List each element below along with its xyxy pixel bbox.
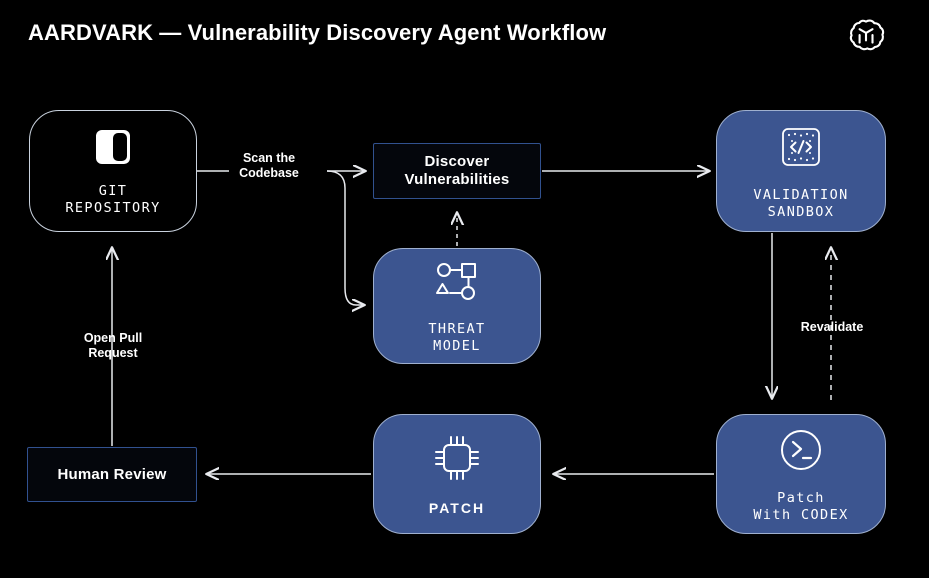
node-label-line2: REPOSITORY <box>65 199 161 216</box>
node-label-line1: Discover <box>424 153 490 170</box>
node-patch-with-codex[interactable]: Patch With CODEX <box>716 414 886 534</box>
node-label-patch: PATCH <box>429 499 485 517</box>
node-label-git-repository: GIT REPOSITORY <box>65 183 160 217</box>
node-patch[interactable]: PATCH <box>373 414 541 534</box>
node-label-line2: SANDBOX <box>767 203 835 220</box>
page-title: AARDVARK — Vulnerability Discovery Agent… <box>28 20 607 45</box>
node-label-patch-with-codex: Patch With CODEX <box>753 490 848 524</box>
node-label-line2: With CODEX <box>753 506 849 523</box>
node-label-discover-vulnerabilities: Discover Vulnerabilities <box>405 153 510 189</box>
node-human-review[interactable]: Human Review <box>27 447 197 502</box>
openai-logo <box>845 15 887 57</box>
edge-label-revalidate: Revalidate <box>800 320 864 334</box>
node-discover-vulnerabilities[interactable]: Discover Vulnerabilities <box>373 143 541 199</box>
node-label-line1: PATCH <box>428 499 486 516</box>
node-label-line1: VALIDATION <box>753 186 849 203</box>
node-graph-icon <box>431 258 483 311</box>
node-label-line1: Patch <box>777 489 825 506</box>
node-label-line1: GIT <box>98 182 128 199</box>
node-label-line1: THREAT <box>428 320 486 337</box>
repository-icon <box>92 126 134 173</box>
node-validation-sandbox[interactable]: VALIDATION SANDBOX <box>716 110 886 232</box>
node-threat-model[interactable]: THREAT MODEL <box>373 248 541 364</box>
node-label-line2: Vulnerabilities <box>404 171 510 188</box>
edge-git-to-threat <box>326 170 364 305</box>
node-git-repository[interactable]: GIT REPOSITORY <box>29 110 197 232</box>
chip-icon <box>431 432 483 489</box>
node-label-line2: MODEL <box>433 337 481 354</box>
edge-label-open-pull-request: Open Pull Request <box>83 331 143 360</box>
terminal-prompt-icon <box>776 425 826 480</box>
node-label-validation-sandbox: VALIDATION SANDBOX <box>753 187 848 221</box>
code-brackets-icon <box>776 122 826 177</box>
node-label-human-review: Human Review <box>57 465 167 483</box>
node-label-threat-model: THREAT MODEL <box>428 321 485 355</box>
edge-label-scan-the-codebase: Scan the Codebase <box>239 151 299 180</box>
